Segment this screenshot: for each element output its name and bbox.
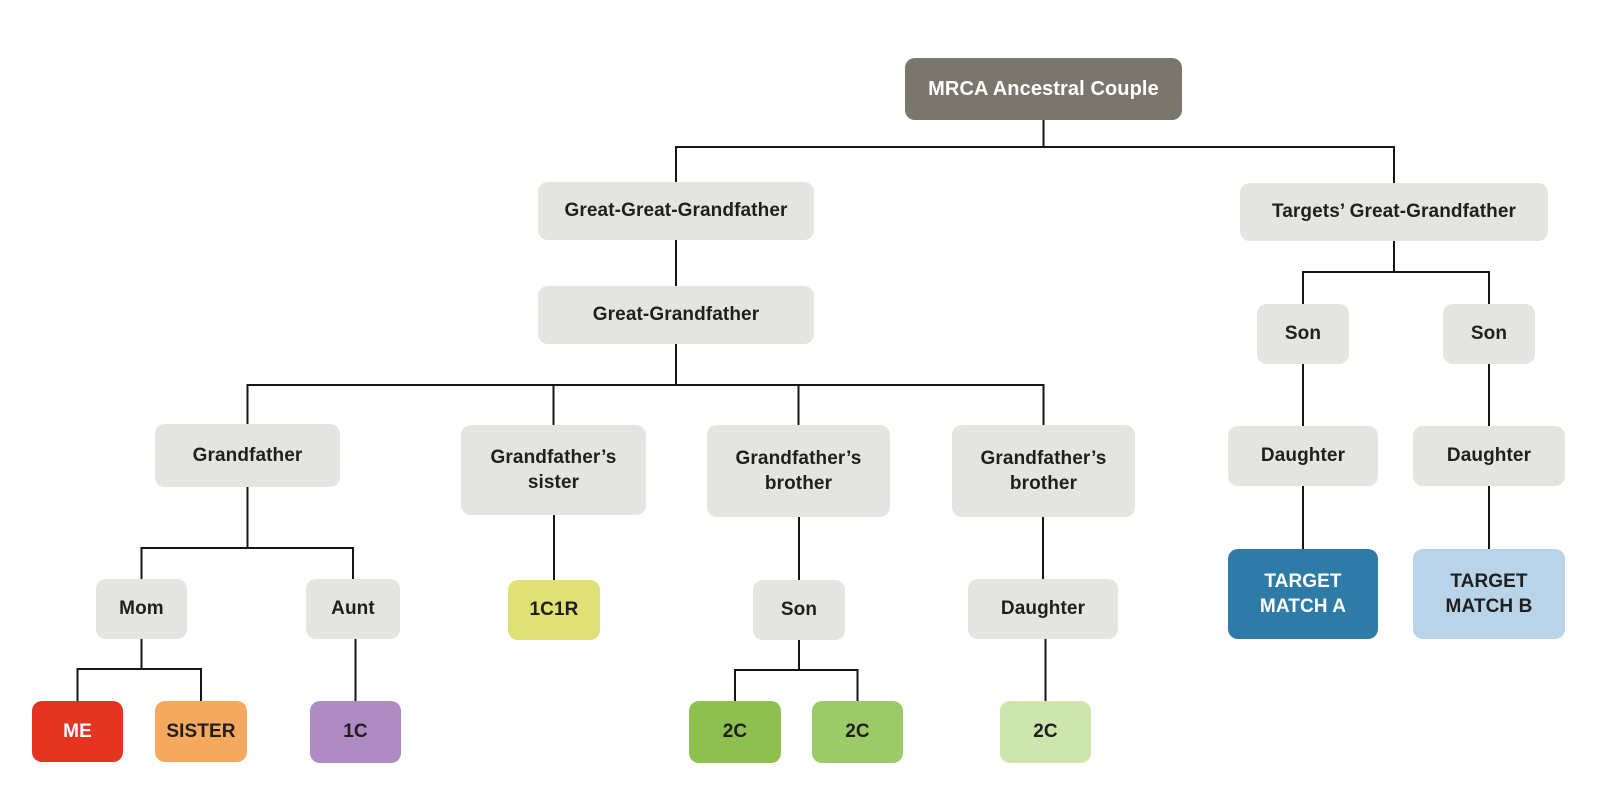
node-grandfathers-brother-1: Grandfather’s brother (707, 425, 890, 517)
node-2c-3: 2C (1000, 701, 1091, 763)
node-daughter-right-1: Daughter (1228, 426, 1378, 486)
node-aunt: Aunt (306, 579, 400, 639)
node-son-right-1: Son (1257, 304, 1349, 364)
node-grandfather: Grandfather (155, 424, 340, 487)
node-grandfathers-sister: Grandfather’s sister (461, 425, 646, 515)
node-daughter-right-2: Daughter (1413, 426, 1565, 486)
node-daughter-middle: Daughter (968, 579, 1118, 639)
node-me: ME (32, 701, 123, 762)
node-grandfathers-brother-2: Grandfather’s brother (952, 425, 1135, 517)
node-great-grandfather: Great-Grandfather (538, 286, 814, 344)
node-2c-2: 2C (812, 701, 903, 763)
node-2c-1: 2C (689, 701, 781, 763)
node-1c: 1C (310, 701, 401, 763)
node-target-match-b: TARGET MATCH B (1413, 549, 1565, 639)
node-mrca-ancestral-couple: MRCA Ancestral Couple (905, 58, 1182, 120)
node-son-right-2: Son (1443, 304, 1535, 364)
node-targets-great-grandfather: Targets’ Great-Grandfather (1240, 183, 1548, 241)
node-target-match-a: TARGET MATCH A (1228, 549, 1378, 639)
node-great-great-grandfather: Great-Great-Grandfather (538, 182, 814, 240)
node-1c1r: 1C1R (508, 580, 600, 640)
node-sister: SISTER (155, 701, 247, 762)
node-mom: Mom (96, 579, 187, 639)
node-son-middle: Son (753, 580, 845, 640)
